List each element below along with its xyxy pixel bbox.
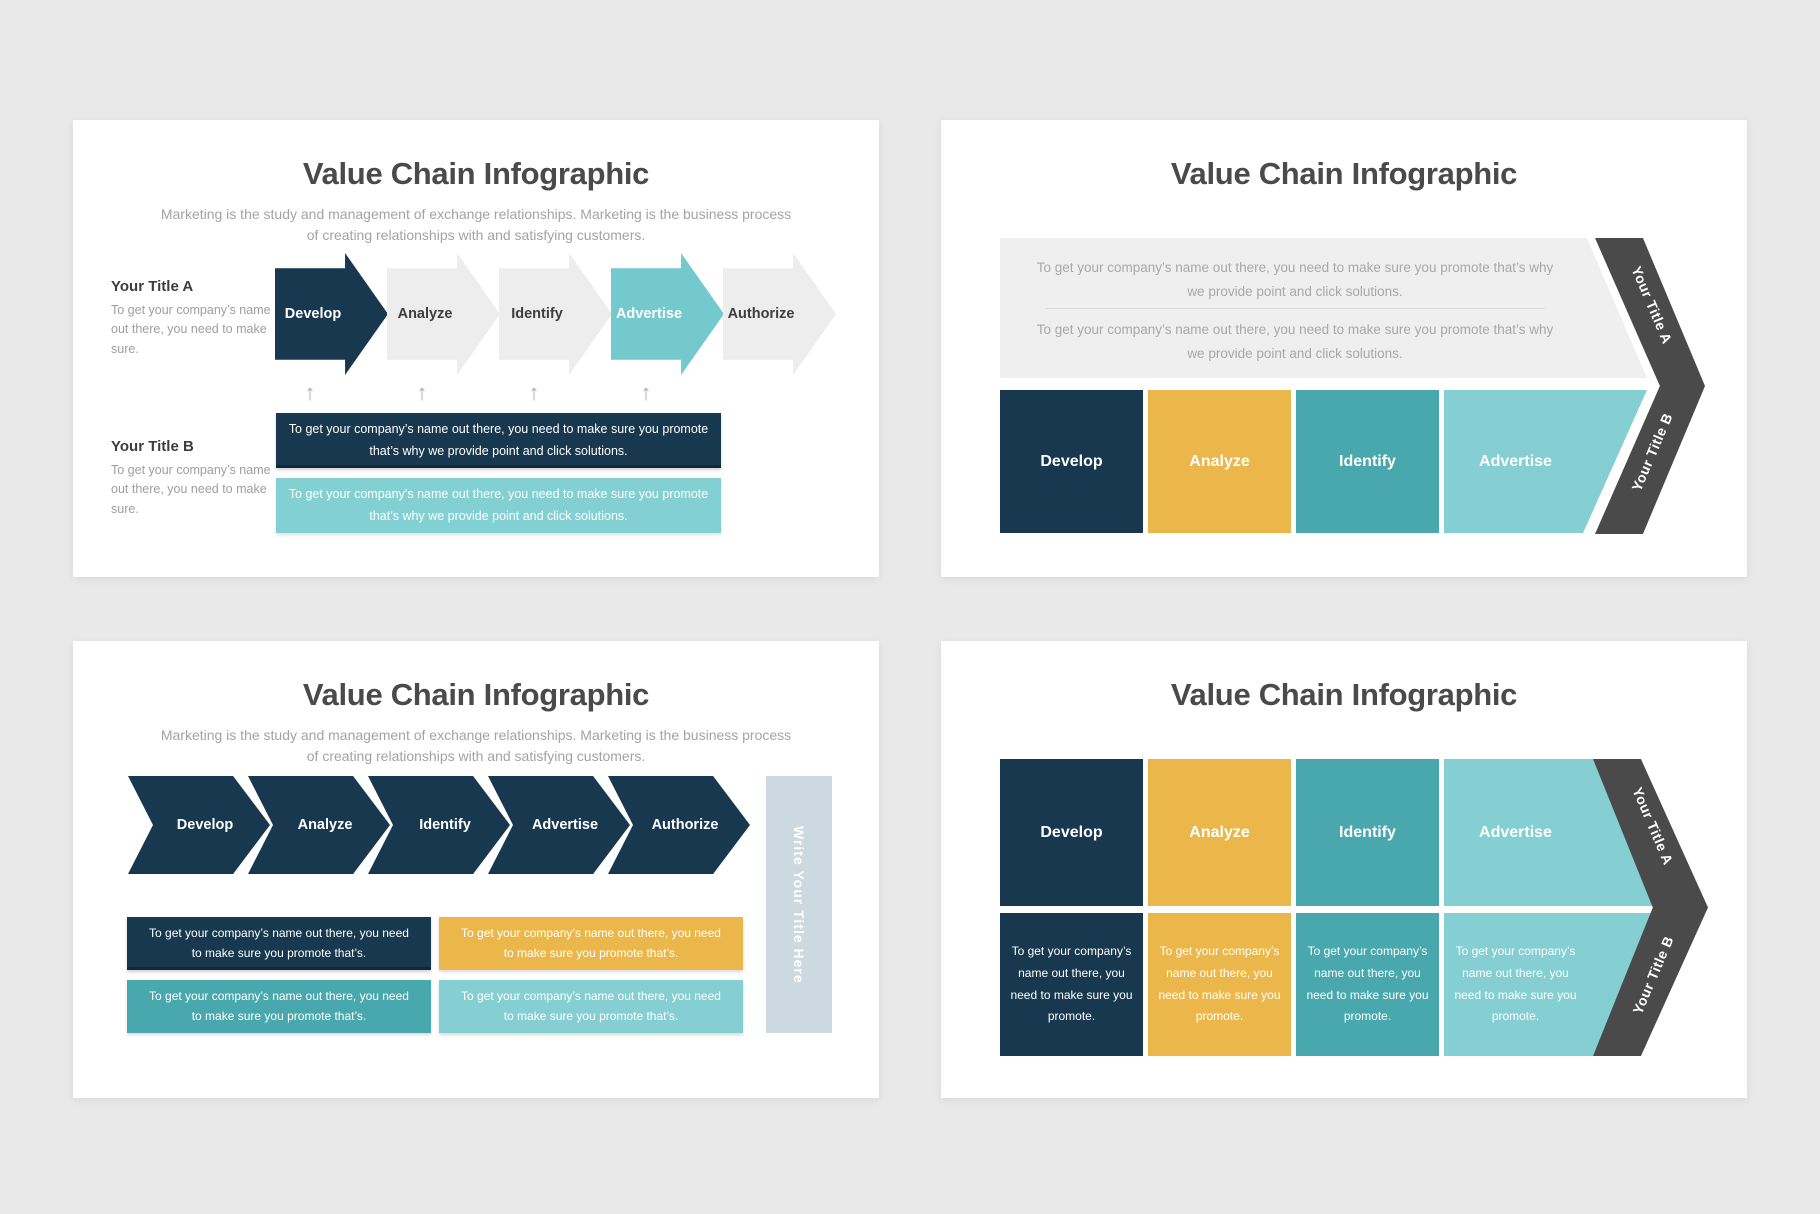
arrow-label: Advertise [615,306,683,322]
up-arrow-icon: ↑ [304,380,316,405]
chevron-label: Advertise [531,817,599,833]
chevron-banner [1593,759,1708,1056]
stage-label: Identify [1339,452,1396,470]
text-box-content: To get your company’s name out there, yo… [461,926,721,960]
chevron-label: Analyze [297,817,353,833]
stage-label: Analyze [1189,823,1250,841]
process-arrow-identify: Identify [499,253,612,375]
arrow-label: Identify [511,306,563,322]
text-box-teal: To get your company’s name out there, yo… [127,980,431,1033]
stage-label: Advertise [1479,452,1552,470]
process-arrow-advertise: Advertise [611,253,724,375]
text-box-content: To get your company’s name out there, yo… [461,989,721,1023]
text-box-amber: To get your company’s name out there, yo… [439,917,743,970]
side-title-a-heading: Your Title A [111,278,194,295]
slide-subtitle: Marketing is the study and management of… [160,206,792,243]
side-title-b-body: To get your company’s name out there, yo… [111,463,271,516]
chevron-banner [1595,238,1705,534]
arrow-label: Analyze [397,306,453,322]
stage-text-advertise: To get your company’s name out there, yo… [1444,913,1653,1056]
description-panel: To get your company’s name out there, yo… [1000,238,1647,378]
callout-bar-navy: To get your company’s name out there, yo… [276,413,721,468]
arrow-label: Authorize [727,306,795,322]
stage-text: To get your company’s name out there, yo… [1010,944,1133,1024]
stage-label: Develop [1040,823,1103,841]
text-box-content: To get your company’s name out there, yo… [149,926,409,960]
page-title: Value Chain Infographic [1170,677,1518,712]
stage-block-develop: Develop [1000,759,1143,906]
page-title: Value Chain Infographic [302,677,650,712]
stage-text-develop: To get your company’s name out there, yo… [1000,913,1143,1056]
chevron-label: Develop [176,817,234,833]
stage-block-identify: Identify [1296,390,1439,533]
process-arrow-authorize: Authorize [723,253,836,375]
stage-block-analyze: Analyze [1148,759,1291,906]
stage-text-identify: To get your company’s name out there, yo… [1296,913,1439,1056]
stage-text: To get your company’s name out there, yo… [1454,944,1577,1024]
divider [1045,308,1545,309]
stage-label: Develop [1040,452,1103,470]
process-arrow-develop: Develop [275,253,388,375]
text-box-content: To get your company’s name out there, yo… [149,989,409,1023]
slide-chevron-blocks[interactable]: Value Chain Infographic To get your comp… [941,120,1747,577]
description-paragraph: To get your company’s name out there, yo… [1036,322,1554,362]
arrow-label: Develop [284,306,342,322]
slide-chevron-row[interactable]: Value Chain Infographic Marketing is the… [73,641,879,1098]
stage-label: Analyze [1189,452,1250,470]
side-title-a-body: To get your company’s name out there, yo… [111,303,271,356]
page-title: Value Chain Infographic [1170,156,1518,191]
stage-block-identify: Identify [1296,759,1439,906]
process-arrow-analyze: Analyze [387,253,500,375]
stage-block-advertise: Advertise [1444,390,1647,533]
chevron-label: Authorize [651,817,719,833]
stage-label: Identify [1339,823,1396,841]
callout-bar-text: To get your company’s name out there, yo… [288,422,709,458]
chevron-label: Identify [419,817,471,833]
stage-text-analyze: To get your company’s name out there, yo… [1148,913,1291,1056]
callout-bar-teal: To get your company’s name out there, yo… [276,478,721,533]
stage-text: To get your company’s name out there, yo… [1158,944,1281,1024]
up-arrow-icon: ↑ [528,380,540,405]
stage-label: Advertise [1479,823,1552,841]
up-arrow-icon: ↑ [640,380,652,405]
slide-subtitle: Marketing is the study and management of… [160,727,792,764]
vertical-title-bar: Write Your Title Here [766,776,832,1033]
stage-text: To get your company’s name out there, yo… [1306,944,1429,1024]
description-paragraph: To get your company’s name out there, yo… [1036,260,1554,300]
up-arrow-icon: ↑ [416,380,428,405]
slide-arrow-process[interactable]: Value Chain Infographic Marketing is the… [73,120,879,577]
side-title-a: Your Title A To get your company’s name … [111,278,279,359]
side-title-b: Your Title B To get your company’s name … [111,438,279,519]
page-title: Value Chain Infographic [302,156,650,191]
slide-chevron-columns[interactable]: Value Chain Infographic Develop Analyze … [941,641,1747,1098]
chevron-develop: Develop [128,776,270,874]
text-box-navy: To get your company’s name out there, yo… [127,917,431,970]
callout-bar-text: To get your company’s name out there, yo… [288,487,709,523]
vertical-title-label: Write Your Title Here [791,825,807,984]
side-title-b-heading: Your Title B [111,438,194,455]
text-box-light-teal: To get your company’s name out there, yo… [439,980,743,1033]
stage-block-analyze: Analyze [1148,390,1291,533]
stage-block-develop: Develop [1000,390,1143,533]
